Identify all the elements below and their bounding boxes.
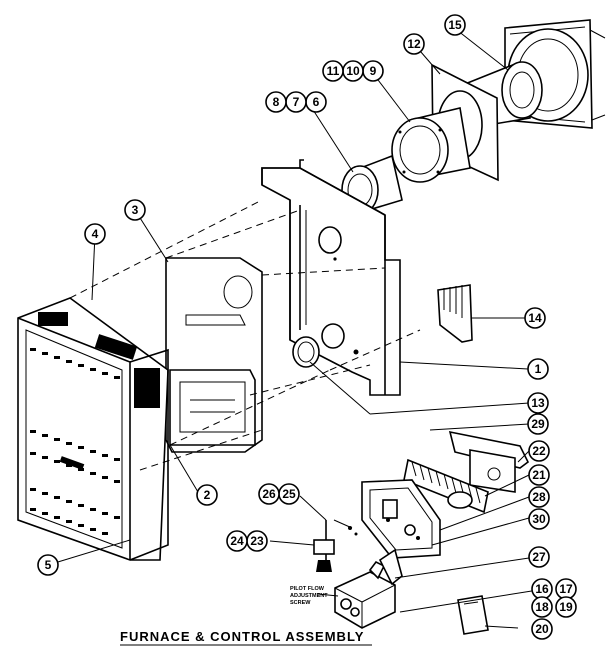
pilot-assembly-23 bbox=[313, 519, 358, 572]
svg-text:2: 2 bbox=[204, 488, 211, 502]
callout-2: 2 bbox=[196, 484, 218, 506]
gas-valve-16 bbox=[334, 548, 403, 629]
callout-11: 11 bbox=[322, 60, 344, 82]
svg-text:13: 13 bbox=[531, 396, 545, 410]
callout-22: 22 bbox=[528, 440, 550, 462]
callout-13: 13 bbox=[527, 392, 549, 414]
grommet-13 bbox=[292, 336, 320, 368]
caption-group: FURNACE & CONTROL ASSEMBLY bbox=[120, 629, 372, 646]
svg-text:ADJUSTMENT: ADJUSTMENT bbox=[290, 593, 328, 599]
svg-text:SCREW: SCREW bbox=[290, 600, 311, 606]
callout-28: 28 bbox=[528, 486, 550, 508]
svg-text:12: 12 bbox=[407, 37, 421, 51]
callout-15: 15 bbox=[444, 14, 466, 36]
diagram-caption: FURNACE & CONTROL ASSEMBLY bbox=[120, 629, 364, 644]
svg-text:9: 9 bbox=[370, 64, 377, 78]
burner-box-2 bbox=[169, 369, 256, 446]
callout-9: 9 bbox=[362, 60, 384, 82]
callout-16: 16 bbox=[531, 578, 553, 600]
svg-text:24: 24 bbox=[230, 534, 244, 548]
svg-text:8: 8 bbox=[273, 95, 280, 109]
front-cabinet-5 bbox=[17, 297, 169, 561]
heat-exchanger-frame-1 bbox=[261, 159, 401, 396]
svg-text:5: 5 bbox=[45, 558, 52, 572]
callout-18: 18 bbox=[531, 596, 553, 618]
svg-text:16: 16 bbox=[535, 582, 549, 596]
leader-lines bbox=[47, 26, 539, 629]
svg-text:26: 26 bbox=[262, 487, 276, 501]
pipe-section-9 bbox=[391, 107, 471, 183]
svg-text:28: 28 bbox=[532, 490, 546, 504]
callout-7: 7 bbox=[285, 91, 307, 113]
svg-text:19: 19 bbox=[559, 600, 573, 614]
callout-30: 30 bbox=[528, 508, 550, 530]
svg-text:18: 18 bbox=[535, 600, 549, 614]
svg-text:29: 29 bbox=[531, 417, 545, 431]
control-panel-28 bbox=[361, 479, 441, 559]
callout-23: 23 bbox=[246, 530, 268, 552]
callout-8: 8 bbox=[265, 91, 287, 113]
svg-text:14: 14 bbox=[528, 311, 542, 325]
pilot-flow-note: PILOT FLOW ADJUSTMENT SCREW bbox=[290, 586, 328, 606]
svg-text:PILOT FLOW: PILOT FLOW bbox=[290, 586, 325, 592]
callout-20: 20 bbox=[531, 618, 553, 640]
svg-text:20: 20 bbox=[535, 622, 549, 636]
callout-1: 1 bbox=[527, 358, 549, 380]
callout-27: 27 bbox=[528, 546, 550, 568]
svg-text:7: 7 bbox=[293, 95, 300, 109]
svg-text:30: 30 bbox=[532, 512, 546, 526]
callout-29: 29 bbox=[527, 413, 549, 435]
svg-text:22: 22 bbox=[532, 444, 546, 458]
svg-text:23: 23 bbox=[250, 534, 264, 548]
callout-25: 25 bbox=[278, 483, 300, 505]
svg-text:1: 1 bbox=[535, 362, 542, 376]
svg-text:4: 4 bbox=[92, 227, 99, 241]
svg-text:11: 11 bbox=[327, 64, 340, 78]
svg-text:3: 3 bbox=[132, 203, 139, 217]
junction-box-20 bbox=[457, 595, 489, 635]
svg-text:27: 27 bbox=[532, 550, 546, 564]
burner-tray-22 bbox=[448, 430, 530, 493]
burner-21 bbox=[403, 458, 489, 514]
svg-text:15: 15 bbox=[448, 18, 462, 32]
svg-text:10: 10 bbox=[346, 64, 360, 78]
callout-6: 6 bbox=[305, 91, 327, 113]
callout-21: 21 bbox=[528, 464, 550, 486]
callout-3: 3 bbox=[124, 199, 146, 221]
svg-text:21: 21 bbox=[532, 468, 546, 482]
callout-12: 12 bbox=[403, 33, 425, 55]
callout-5: 5 bbox=[37, 554, 59, 576]
svg-text:6: 6 bbox=[313, 95, 320, 109]
callout-26: 26 bbox=[258, 483, 280, 505]
projection-lines bbox=[69, 199, 421, 471]
svg-text:25: 25 bbox=[282, 487, 296, 501]
svg-text:17: 17 bbox=[559, 582, 573, 596]
callout-14: 14 bbox=[524, 307, 546, 329]
bracket-14 bbox=[437, 284, 473, 343]
callout-24: 24 bbox=[226, 530, 248, 552]
callout-17: 17 bbox=[555, 578, 577, 600]
callout-19: 19 bbox=[555, 596, 577, 618]
callout-10: 10 bbox=[342, 60, 364, 82]
callout-4: 4 bbox=[84, 223, 106, 245]
